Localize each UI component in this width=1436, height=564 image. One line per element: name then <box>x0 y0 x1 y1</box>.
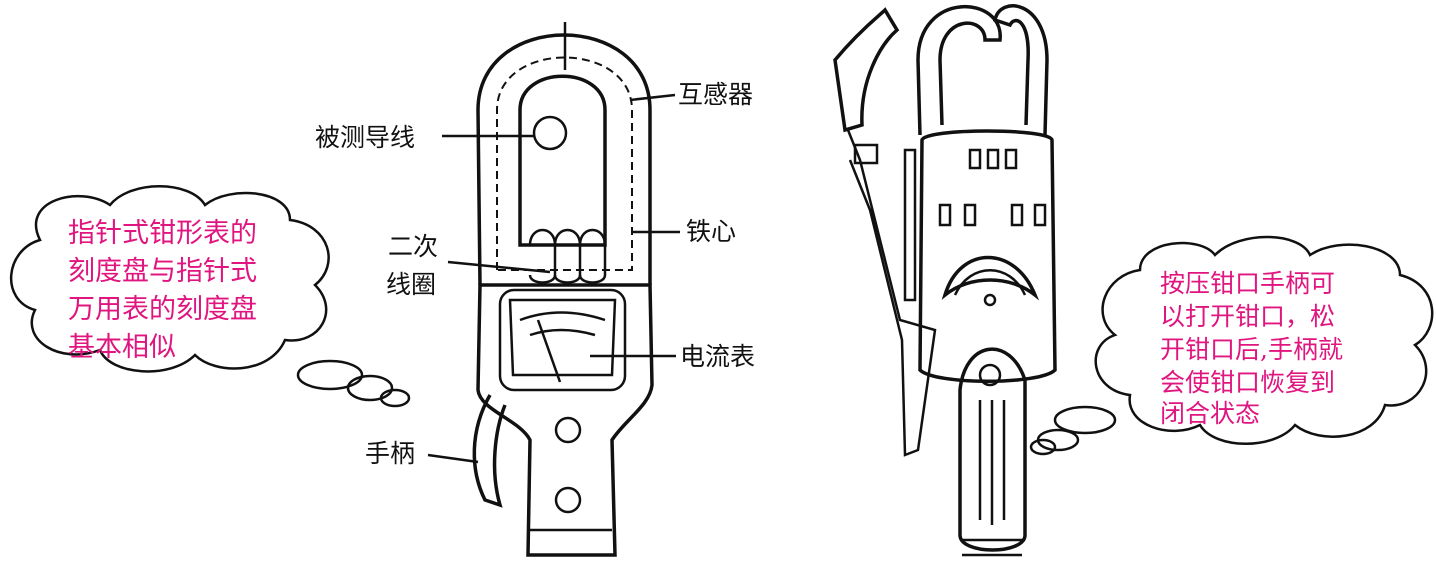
thought-bubble <box>1029 438 1057 456</box>
label-core: 铁心 <box>686 217 736 246</box>
callout-line: 以打开钳口，松 <box>1160 302 1335 331</box>
label-conductor: 被测导线 <box>315 123 415 152</box>
jaw-left <box>916 4 1002 136</box>
jaw-outer <box>476 33 652 286</box>
right-thought-cloud: 按压钳口手柄可 以打开钳口，松 开钳口后,手柄就 会使钳口恢复到 闭合状态 <box>1029 235 1434 456</box>
left-thought-cloud: 指针式钳形表的 刻度盘与指针式 万用表的刻度盘 基本相似 <box>10 185 411 408</box>
left-clamp-meter <box>472 22 654 557</box>
callout-line: 指针式钳形表的 <box>68 218 257 249</box>
right-clamp-meter <box>833 4 1057 557</box>
callout-line: 按压钳口手柄可 <box>1160 269 1335 298</box>
jaw-window <box>518 74 607 247</box>
label-ammeter: 电流表 <box>680 342 755 371</box>
secondary-coil-icon <box>528 228 607 284</box>
handle-lever <box>472 394 507 508</box>
thumb-grip <box>941 255 1040 301</box>
callout-line: 基本相似 <box>68 332 176 363</box>
thought-bubble <box>1053 405 1117 435</box>
thought-bubble <box>296 359 364 391</box>
lever-top <box>833 7 900 133</box>
meter-body <box>476 283 654 557</box>
meter-body <box>918 129 1057 383</box>
label-transformer: 互感器 <box>678 80 753 109</box>
ammeter-dial <box>508 298 617 377</box>
thought-bubble <box>379 388 411 408</box>
callout-line: 闭合状态 <box>1160 399 1260 428</box>
callout-line: 刻度盘与指针式 <box>68 256 257 287</box>
label-secondary-coil-2: 线圈 <box>386 270 436 299</box>
left-labels: 被测导线 互感器 铁心 二次 线圈 电流表 手柄 <box>315 80 755 468</box>
transformer-outline <box>496 56 633 271</box>
thought-bubble <box>346 374 394 402</box>
callout-line: 万用表的刻度盘 <box>68 294 257 325</box>
conductor-icon <box>532 115 568 151</box>
handle-grip <box>958 347 1027 552</box>
callout-line: 开钳口后,手柄就 <box>1160 335 1343 364</box>
label-handle: 手柄 <box>365 439 415 468</box>
label-secondary-coil-1: 二次 <box>388 232 438 261</box>
callout-line: 会使钳口恢复到 <box>1160 368 1335 397</box>
